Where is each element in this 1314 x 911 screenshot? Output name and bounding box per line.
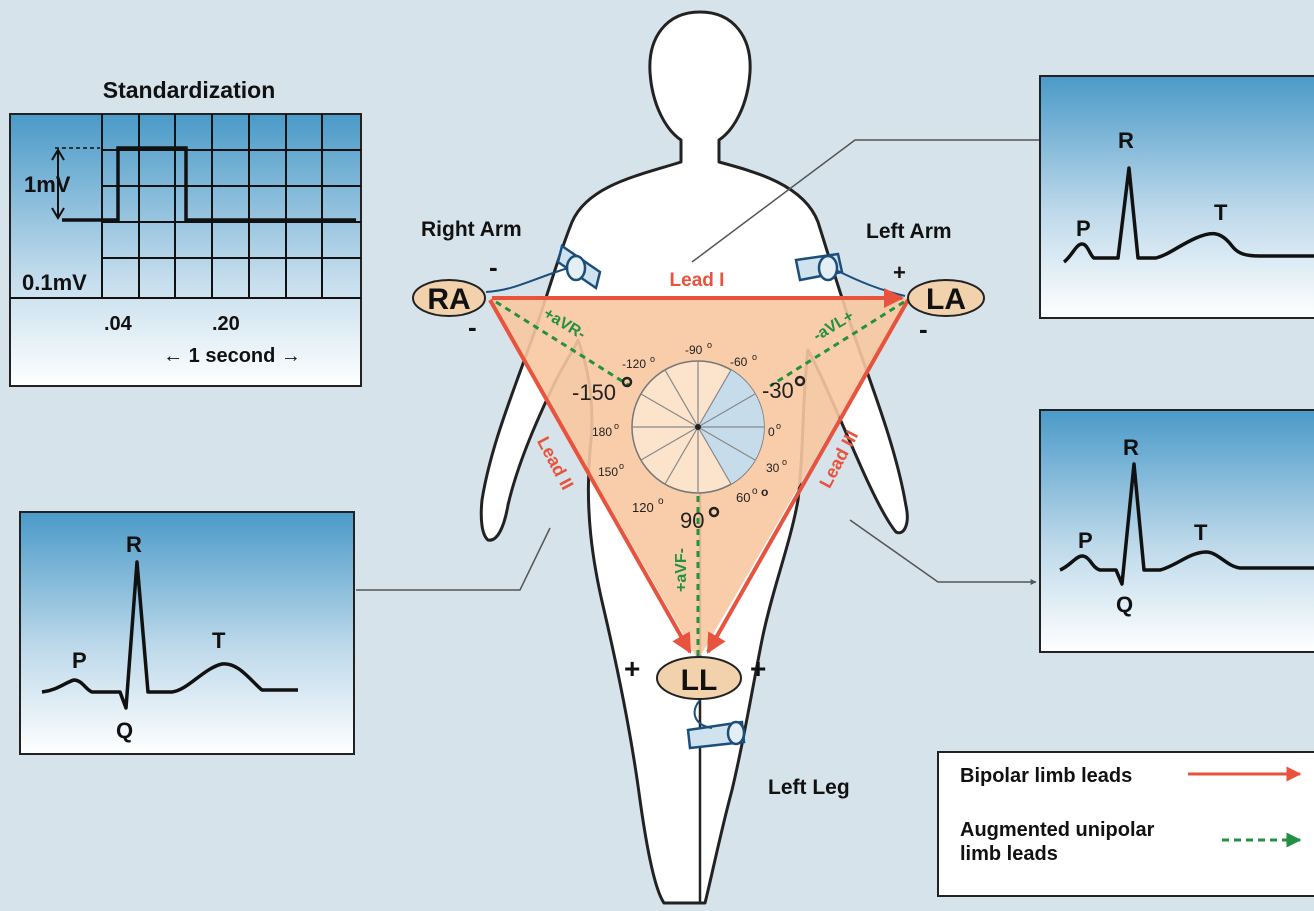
ra-minus-top: - [489, 252, 498, 282]
ll-plus-left: + [624, 653, 640, 684]
angle-150: 150 [598, 465, 618, 479]
wave-p-lead-1: P [1076, 216, 1091, 241]
wave-q-lead-2: Q [116, 718, 133, 743]
angle-60-outer-degree: o [761, 485, 768, 499]
small-box-label: 0.1mV [22, 270, 87, 295]
wave-p-lead-2: P [72, 648, 87, 673]
electrode-la-label: LA [926, 283, 966, 316]
angle-m60-degree: o [752, 352, 757, 362]
ecg-panel-lead-2: R P T Q [20, 512, 354, 754]
wave-r-lead-3: R [1123, 435, 1139, 460]
angle-m90-degree: o [707, 340, 712, 350]
electrode-la: LA [908, 280, 984, 316]
connector-lead-3 [850, 520, 1036, 582]
ecg-panel-lead-3: R P T Q [1040, 410, 1314, 652]
electrode-ra: RA [413, 280, 485, 316]
angle-120-degree: o [658, 496, 664, 507]
legend-bipolar-label: Bipolar limb leads [960, 765, 1132, 787]
angle-150-degree: o [619, 461, 624, 471]
angle-m30: -30 [762, 378, 794, 403]
angle-180-degree: o [614, 421, 619, 431]
wave-r-lead-1: R [1118, 128, 1134, 153]
ll-plus-right: + [750, 653, 766, 684]
electrode-ra-label: RA [427, 283, 470, 316]
duration-label: ← 1 second → [163, 345, 301, 367]
angle-30-degree: o [782, 457, 787, 467]
angle-m60: -60 [730, 355, 748, 369]
angle-m150: -150 [572, 380, 616, 405]
angle-30: 30 [766, 461, 780, 475]
angle-m120: -120 [622, 357, 646, 371]
left-leg-label: Left Leg [768, 776, 850, 799]
left-arm-label: Left Arm [866, 220, 952, 243]
hexaxial-reference-circle [632, 361, 764, 493]
wave-r-lead-2: R [126, 532, 142, 557]
electrode-ll-label: LL [681, 664, 718, 697]
connector-lead-2 [356, 528, 550, 590]
angle-60: 60 [736, 490, 750, 505]
amplitude-label: 1mV [24, 172, 71, 197]
electrode-ll: LL [657, 657, 741, 699]
legend: Bipolar limb leads Augmented unipolar li… [938, 752, 1314, 896]
wave-t-lead-3: T [1194, 520, 1208, 545]
angle-m120-degree: o [650, 354, 655, 364]
angle-90: 90 [680, 508, 704, 533]
legend-augmented-label-line-1: Augmented unipolar [960, 819, 1155, 841]
lead-1-label: Lead I [670, 270, 725, 291]
right-arm-label: Right Arm [421, 218, 522, 241]
angle-0: 0 [768, 425, 775, 439]
ecg-panel-lead-1: R P T [1040, 76, 1314, 318]
standardization-panel: Standardization 1mV 0.1mV .04 .20 ← 1 se… [10, 77, 361, 386]
wave-t-lead-1: T [1214, 200, 1228, 225]
angle-60-degree: o [752, 486, 758, 497]
la-minus-bottom: - [919, 314, 928, 344]
angle-180: 180 [592, 425, 612, 439]
wave-p-lead-3: P [1078, 528, 1093, 553]
avf-label: +aVF- [673, 548, 690, 592]
angle-120: 120 [632, 500, 654, 515]
wave-t-lead-2: T [212, 628, 226, 653]
legend-augmented-label-line-2: limb leads [960, 843, 1058, 865]
ra-minus-bottom: - [468, 312, 477, 342]
la-plus-top: + [893, 260, 906, 285]
time-large-label: .20 [212, 313, 240, 335]
angle-m90: -90 [685, 343, 703, 357]
time-small-label: .04 [104, 313, 133, 335]
standardization-title: Standardization [103, 77, 276, 103]
wave-q-lead-3: Q [1116, 592, 1133, 617]
angle-0-degree: o [776, 421, 781, 431]
